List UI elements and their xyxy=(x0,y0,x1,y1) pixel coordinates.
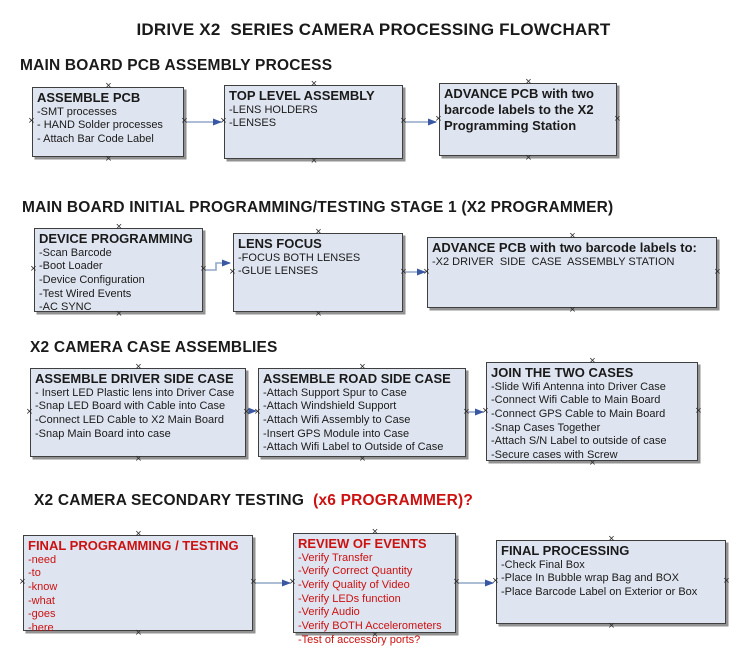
flow-box-lens-focus: LENS FOCUS -FOCUS BOTH LENSES -GLUE LENS… xyxy=(233,233,403,312)
box-item: -Attach Windshield Support xyxy=(263,400,397,413)
section-heading-case-assemblies: X2 CAMERA CASE ASSEMBLIES xyxy=(30,339,278,357)
box-item: -Snap LED Board with Cable into Case xyxy=(35,400,226,413)
heading-text-red: (x6 PROGRAMMER)? xyxy=(313,492,474,509)
flow-box-assemble-driver-side-case: ASSEMBLE DRIVER SIDE CASE - Insert LED P… xyxy=(30,368,246,457)
box-item: -here xyxy=(28,621,54,634)
box-item: -GLUE LENSES xyxy=(238,265,319,278)
flow-box-assemble-pcb: ASSEMBLE PCB -SMT processes - HAND Solde… xyxy=(32,87,184,157)
box-item: -Attach S/N Label to outside of case xyxy=(491,435,667,448)
flow-box-top-level-assembly: TOP LEVEL ASSEMBLY -LENS HOLDERS -LENSES xyxy=(224,85,403,159)
flow-box-final-processing: FINAL PROCESSING -Check Final Box -Place… xyxy=(496,540,726,624)
box-item: -LENSES xyxy=(229,117,277,130)
box-item: -Verify Audio xyxy=(298,606,360,619)
box-item: -need xyxy=(28,553,57,566)
heading-text: X2 CAMERA CASE ASSEMBLIES xyxy=(30,339,278,356)
section-heading-secondary-testing: X2 CAMERA SECONDARY TESTING (x6 PROGRAMME… xyxy=(34,492,473,510)
box-item: -Attach Support Spur to Case xyxy=(263,386,407,399)
heading-text: MAIN BOARD PCB ASSEMBLY PROCESS xyxy=(20,57,333,74)
box-title: ADVANCE PCB with two barcode labels to: xyxy=(432,240,697,255)
box-item: -Connect LED Cable to X2 Main Board xyxy=(35,414,224,427)
box-item: -to xyxy=(28,567,41,580)
flow-box-device-programming: DEVICE PROGRAMMING -Scan Barcode -Boot L… xyxy=(34,228,203,314)
box-title: FINAL PROGRAMMING / TESTING xyxy=(28,538,239,553)
heading-text: MAIN BOARD INITIAL PROGRAMMING/TESTING S… xyxy=(22,199,614,216)
flow-box-final-programming-testing: FINAL PROGRAMMING / TESTING -need -to -k… xyxy=(23,535,253,634)
box-item: -Slide Wifi Antenna into Driver Case xyxy=(491,380,666,393)
box-title: DEVICE PROGRAMMING xyxy=(39,231,193,246)
box-item: -FOCUS BOTH LENSES xyxy=(238,251,361,264)
box-item: -what xyxy=(28,594,55,607)
box-item: -Verify Quality of Video xyxy=(298,579,410,592)
flow-box-join-the-two-cases: JOIN THE TWO CASES -Slide Wifi Antenna i… xyxy=(486,362,698,461)
box-item: -AC SYNC xyxy=(39,301,92,314)
box-item: -Verify Correct Quantity xyxy=(298,565,413,578)
box-title: REVIEW OF EVENTS xyxy=(298,536,427,551)
box-title: ASSEMBLE PCB xyxy=(37,90,141,105)
box-item: - Attach Bar Code Label xyxy=(37,133,154,146)
box-item: -Test Wired Events xyxy=(39,287,132,300)
box-item: -Device Configuration xyxy=(39,274,145,287)
box-item: -Verify Transfer xyxy=(298,551,373,564)
page-title: IDRIVE X2 SERIES CAMERA PROCESSING FLOWC… xyxy=(136,20,611,39)
box-item: - HAND Solder processes xyxy=(37,119,163,132)
box-item: -Place Barcode Label on Exterior or Box xyxy=(501,586,698,599)
box-title: ASSEMBLE ROAD SIDE CASE xyxy=(263,371,451,386)
section-heading-initial-programming: MAIN BOARD INITIAL PROGRAMMING/TESTING S… xyxy=(22,199,613,217)
section-heading-pcb-assembly: MAIN BOARD PCB ASSEMBLY PROCESS xyxy=(20,57,332,75)
flow-box-advance-pcb-programming-station: ADVANCE PCB with two barcode labels to t… xyxy=(439,83,617,156)
box-title: LENS FOCUS xyxy=(238,236,322,251)
box-title: ASSEMBLE DRIVER SIDE CASE xyxy=(35,371,234,386)
box-title: FINAL PROCESSING xyxy=(501,543,630,558)
box-title: TOP LEVEL ASSEMBLY xyxy=(229,88,375,103)
flow-box-review-of-events: REVIEW OF EVENTS -Verify Transfer -Verif… xyxy=(293,533,456,646)
box-item: -goes xyxy=(28,608,56,621)
box-item: -LENS HOLDERS xyxy=(229,103,318,116)
box-title: ADVANCE PCB with two barcode labels to t… xyxy=(444,86,598,133)
flow-box-advance-pcb-driver-side-station: ADVANCE PCB with two barcode labels to: … xyxy=(427,237,717,308)
box-item: -X2 DRIVER SIDE CASE ASSEMBLY STATION xyxy=(432,255,675,268)
box-item: -Snap Main Board into case xyxy=(35,427,171,440)
box-item: -know xyxy=(28,581,58,594)
box-item: -Check Final Box xyxy=(501,558,585,571)
box-item: -Snap Cases Together xyxy=(491,421,601,434)
box-item: -Verify LEDs function xyxy=(298,592,401,605)
box-item: -Attach Wifi Label to Outside of Case xyxy=(263,441,444,454)
box-item: -Connect Wifi Cable to Main Board xyxy=(491,394,661,407)
box-item: -SMT processes xyxy=(37,105,117,118)
box-item: -Place In Bubble wrap Bag and BOX xyxy=(501,572,679,585)
box-item: -Insert GPS Module into Case xyxy=(263,427,410,440)
box-item: -Connect GPS Cable to Main Board xyxy=(491,408,666,421)
box-item: - Insert LED Plastic lens into Driver Ca… xyxy=(35,386,235,399)
heading-text: X2 CAMERA SECONDARY TESTING xyxy=(34,492,305,509)
flow-box-assemble-road-side-case: ASSEMBLE ROAD SIDE CASE -Attach Support … xyxy=(258,368,466,457)
flow-arrow xyxy=(204,259,231,271)
box-item: -Boot Loader xyxy=(39,260,103,273)
box-item: -Scan Barcode xyxy=(39,246,112,259)
box-item: -Attach Wifi Assembly to Case xyxy=(263,414,411,427)
box-title: JOIN THE TWO CASES xyxy=(491,365,634,380)
box-item: -Test of accessory ports? xyxy=(298,633,421,646)
box-item: -Secure cases with Screw xyxy=(491,448,618,461)
box-item: -Verify BOTH Accelerometers xyxy=(298,619,442,632)
